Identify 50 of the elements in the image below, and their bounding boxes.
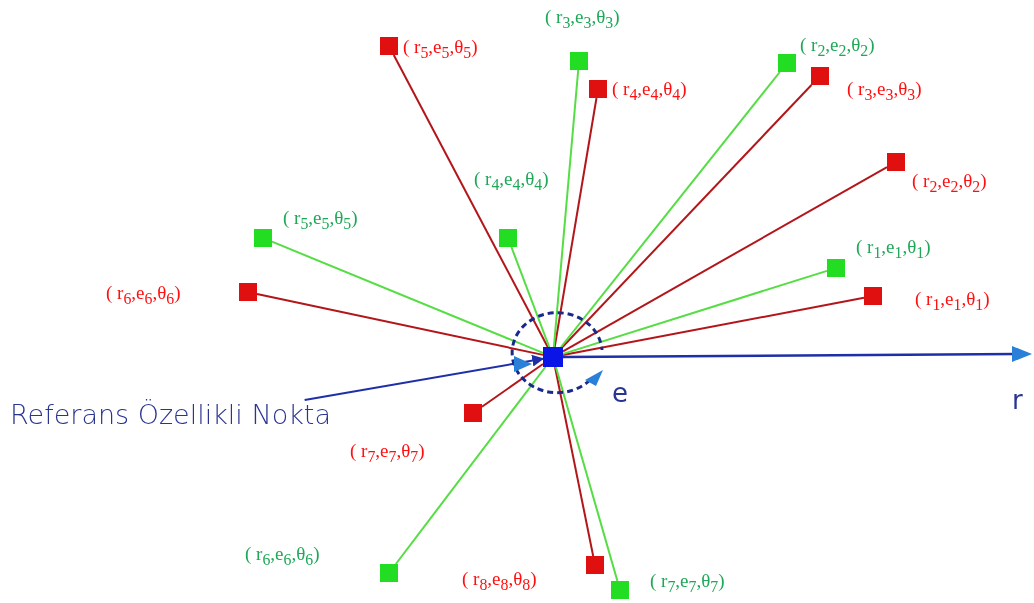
feature-point-square-marker: [778, 54, 796, 72]
feature-point-square-marker: [380, 564, 398, 582]
coordinate-label: ( r$_{2}$,e$_{2}$,θ$_{2}$): [800, 34, 875, 61]
coordinate-label: ( r$_{3}$,e$_{3}$,θ$_{3}$): [545, 6, 620, 33]
coordinate-label: ( r$_{7}$,e$_{7}$,θ$_{7}$): [650, 570, 725, 597]
feature-point-square-marker: [589, 80, 607, 98]
arrow: [303, 354, 545, 401]
feature-point-square-marker: [827, 259, 845, 277]
connector-line: [481, 363, 544, 408]
feature-point-square-marker: [254, 229, 272, 247]
coordinate-label: ( r$_{2}$,e$_{2}$,θ$_{2}$): [912, 170, 987, 197]
connector-line: [559, 71, 781, 348]
coordinate-label: ( r$_{6}$,e$_{6}$,θ$_{6}$): [245, 543, 320, 570]
reference-point-square-marker: [543, 347, 563, 367]
coordinate-label: ( r$_{1}$,e$_{1}$,θ$_{1}$): [856, 236, 931, 263]
coordinate-label: ( r$_{6}$,e$_{6}$,θ$_{6}$): [106, 282, 181, 309]
connector-line: [562, 296, 865, 357]
axis-label: r: [1012, 385, 1023, 415]
connector-line: [256, 292, 544, 356]
coordinate-label: ( r$_{1}$,e$_{1}$,θ$_{1}$): [915, 288, 990, 315]
axis-label: e: [612, 378, 628, 408]
coordinate-label: ( r$_{3}$,e$_{3}$,θ$_{3}$): [847, 78, 922, 105]
feature-point-square-marker: [864, 287, 882, 305]
feature-point-square-marker: [499, 229, 517, 247]
coordinate-label: ( r$_{8}$,e$_{8}$,θ$_{8}$): [462, 568, 537, 595]
feature-point-square-marker: [887, 153, 905, 171]
connector-line: [271, 240, 544, 354]
feature-point-square-marker: [611, 581, 629, 599]
coordinate-label: ( r$_{4}$,e$_{4}$,θ$_{4}$): [612, 78, 687, 105]
coordinate-label: ( r$_{5}$,e$_{5}$,θ$_{5}$): [403, 36, 478, 63]
feature-point-square-marker: [586, 556, 604, 574]
coordinate-label: ( r$_{7}$,e$_{7}$,θ$_{7}$): [350, 440, 425, 467]
connector-line: [510, 246, 551, 348]
point-label: Referans Özellikli Nokta: [10, 400, 426, 430]
feature-point-square-marker: [239, 283, 257, 301]
connector-line: [392, 54, 549, 348]
feature-point-square-marker: [570, 52, 588, 70]
connector-line: [554, 366, 595, 557]
connector-line: [561, 84, 813, 348]
coordinate-label: ( r$_{5}$,e$_{5}$,θ$_{5}$): [283, 207, 358, 234]
connector-line: [394, 366, 547, 565]
connector-line: [553, 97, 598, 348]
feature-point-square-marker: [464, 404, 482, 422]
connector-line: [552, 69, 580, 348]
connector-line: [562, 166, 888, 353]
coordinate-label: ( r$_{4}$,e$_{4}$,θ$_{4}$): [474, 168, 549, 195]
connector-line: [554, 366, 619, 582]
connector-line: [562, 269, 828, 355]
feature-point-square-marker: [811, 67, 829, 85]
feature-point-square-marker: [380, 37, 398, 55]
